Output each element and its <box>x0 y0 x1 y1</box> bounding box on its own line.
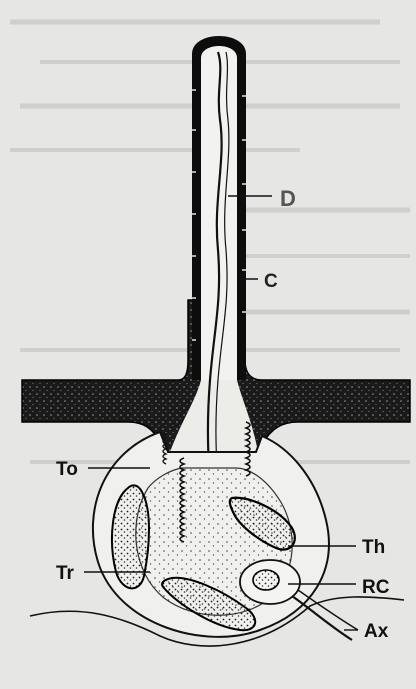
axon <box>292 596 352 640</box>
label-axon: Ax <box>364 622 388 641</box>
label-thecogen: Th <box>362 538 385 557</box>
label-dendrite: D <box>280 188 296 210</box>
label-receptor-cell: RC <box>362 578 389 597</box>
receptor-nucleus <box>253 570 279 590</box>
label-trichogen: Tr <box>56 564 74 583</box>
vacuole-left <box>112 485 149 588</box>
label-cuticle: C <box>264 272 278 291</box>
label-tormogen: To <box>56 460 78 479</box>
